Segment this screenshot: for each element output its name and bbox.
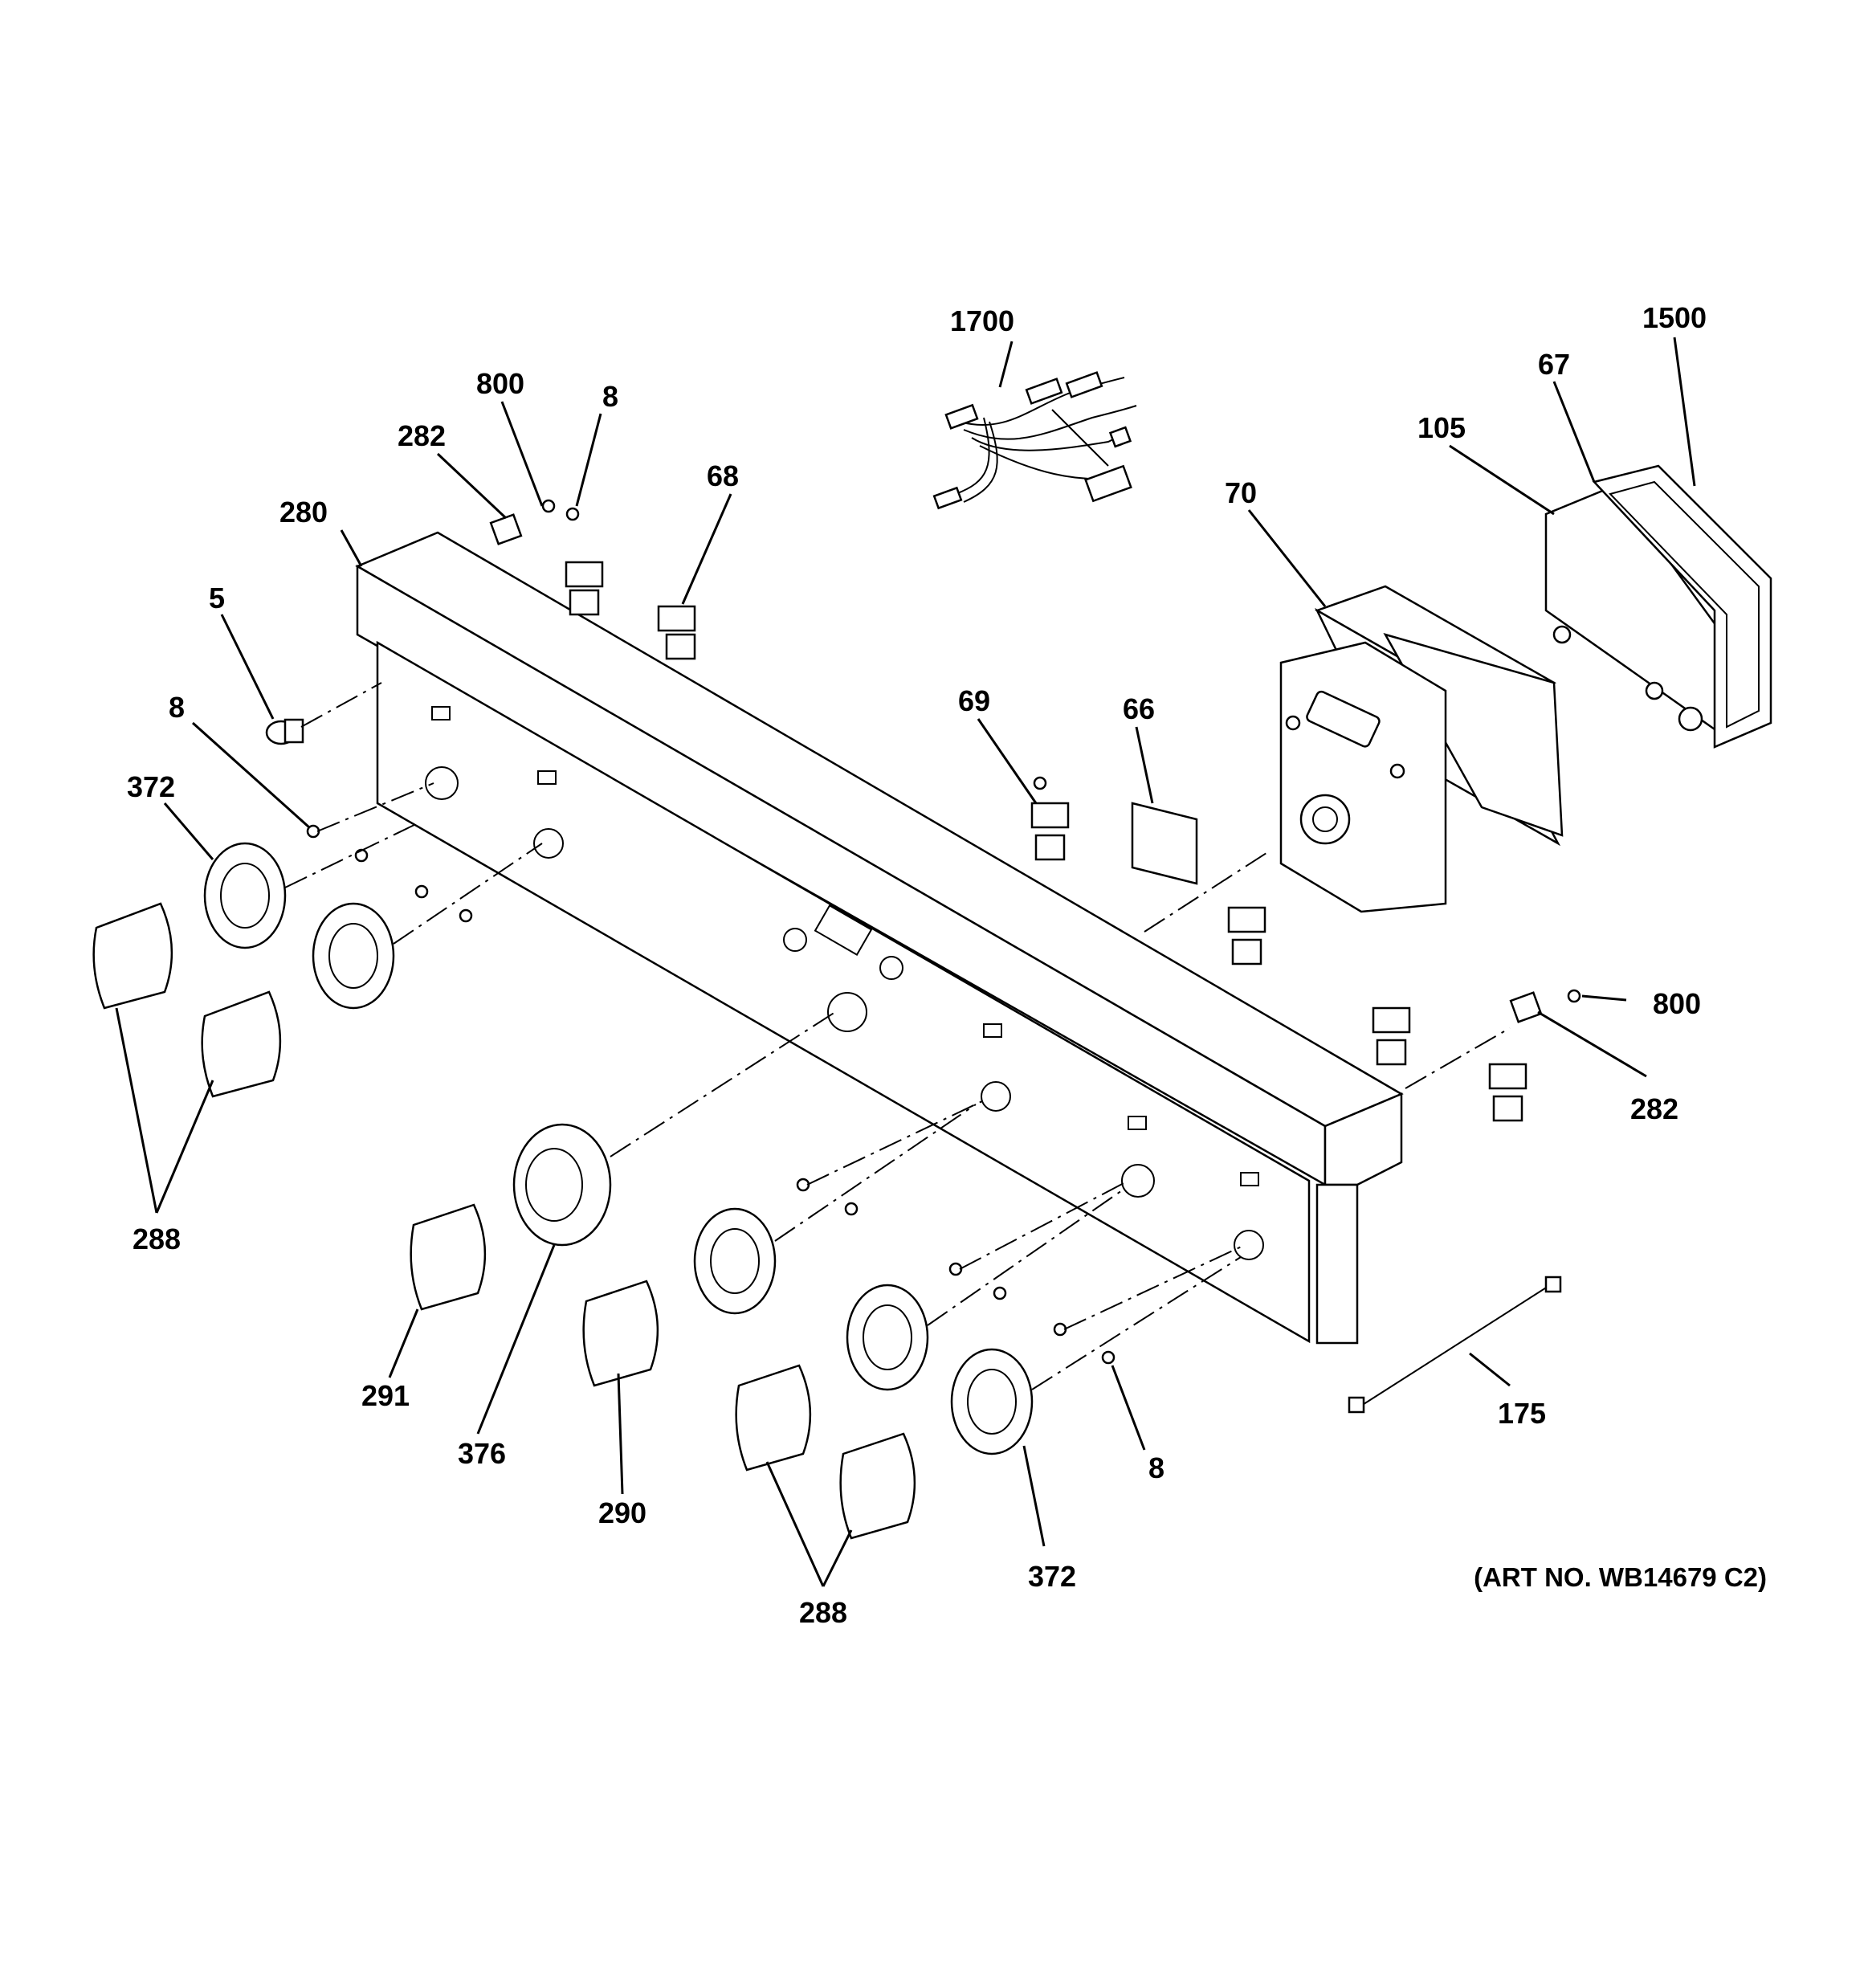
clip-bracket-68 (565, 561, 696, 660)
wire-harness-1700 (932, 371, 1137, 510)
label-67: 67 (1538, 348, 1570, 381)
knobs (92, 902, 916, 1540)
label-800-right: 800 (1653, 987, 1701, 1020)
label-70: 70 (1225, 476, 1257, 509)
label-105: 105 (1417, 411, 1466, 444)
label-291: 291 (361, 1379, 410, 1412)
lens-66 (1131, 802, 1198, 885)
label-8-left: 8 (169, 691, 185, 724)
label-290: 290 (598, 1496, 646, 1529)
oven-control-70 (1279, 585, 1564, 913)
label-282-top: 282 (398, 419, 446, 452)
label-800-top: 800 (476, 367, 524, 400)
label-69: 69 (958, 684, 990, 717)
label-8-bottom: 8 (1148, 1451, 1164, 1484)
label-288-bottom: 288 (799, 1596, 847, 1629)
label-68: 68 (707, 459, 739, 492)
label-8-top: 8 (602, 380, 618, 413)
label-372-bottom: 372 (1028, 1560, 1076, 1593)
label-288-left: 288 (133, 1223, 181, 1255)
clip-bracket-69 (1030, 802, 1527, 1122)
indicator-light-5 (265, 718, 304, 745)
label-66: 66 (1123, 692, 1155, 725)
control-panel-280 (355, 531, 1404, 1345)
leader-lines (115, 337, 1696, 1587)
label-376: 376 (458, 1437, 506, 1470)
circuit-board-105 (1544, 484, 1724, 737)
art-number-caption: (ART NO. WB14679 C2) (1474, 1562, 1767, 1592)
callout-labels: 1700 1500 67 105 70 800 8 282 68 280 5 8… (127, 301, 1707, 1629)
label-372-left: 372 (127, 770, 175, 803)
label-280: 280 (279, 496, 328, 529)
label-1500: 1500 (1642, 301, 1707, 334)
label-175: 175 (1498, 1397, 1546, 1430)
label-5: 5 (209, 582, 225, 614)
label-1700: 1700 (950, 304, 1014, 337)
frame-67 (1592, 464, 1772, 749)
label-282-right: 282 (1630, 1092, 1678, 1125)
assembly-lines (284, 682, 1511, 1390)
bezels (203, 842, 1034, 1455)
wire-175 (1348, 1276, 1562, 1414)
bracket-282 (489, 513, 1543, 1023)
